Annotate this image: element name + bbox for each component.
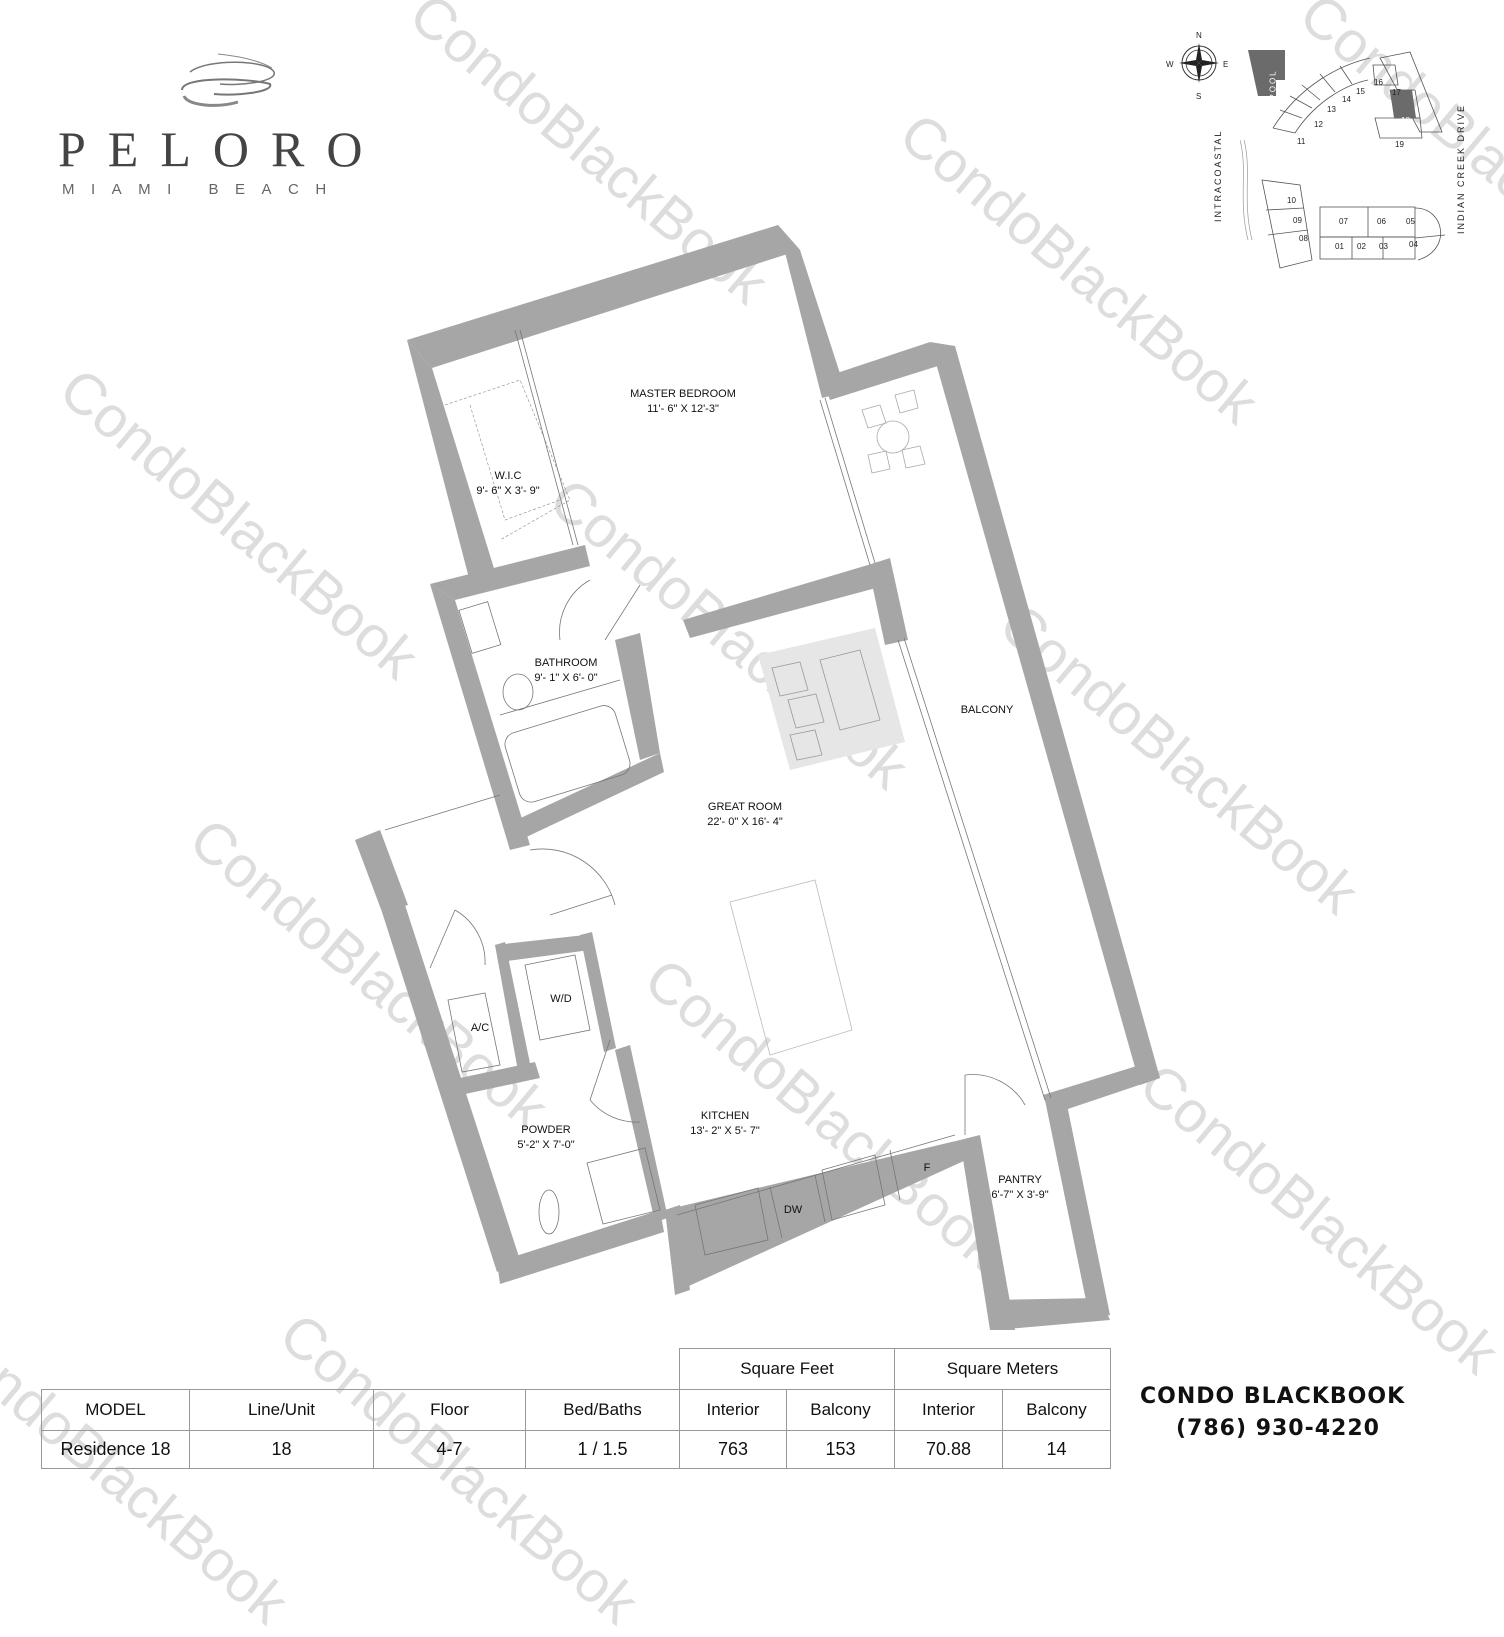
room-kitchen: KITCHEN 13'- 2" X 5'- 7" — [690, 1109, 760, 1139]
brand-light: CONDO — [1140, 1384, 1244, 1409]
column-header: Interior — [894, 1389, 1003, 1431]
dining-table — [729, 879, 853, 1056]
room-name: BALCONY — [960, 704, 1014, 716]
cell-line-unit: 18 — [189, 1430, 374, 1469]
logo-subtitle: MIAMI BEACH — [62, 181, 343, 198]
unit-01: 01 — [1335, 242, 1344, 251]
compass-west: W — [1166, 60, 1174, 69]
room-pantry: PANTRY 6'-7" X 3'-9" — [991, 1173, 1048, 1203]
unit-13: 13 — [1327, 105, 1336, 114]
room-name: W.I.C — [494, 470, 522, 482]
room-name: KITCHEN — [700, 1110, 750, 1122]
room-great-room: GREAT ROOM 22'- 0" X 16'- 4" — [707, 800, 783, 830]
group-header-square-meters: Square Meters — [894, 1348, 1111, 1390]
sofa-set — [771, 649, 881, 761]
phone-number[interactable]: (786) 930-4220 — [1176, 1416, 1380, 1441]
swirl-icon — [181, 53, 275, 107]
column-header: Interior — [679, 1389, 787, 1431]
table-row: Residence 18 18 4-7 1 / 1.5 763 153 70.8… — [41, 1430, 1111, 1469]
floor-plan — [355, 225, 1160, 1330]
condo-blackbook-brand: CONDO BLACKBOOK — [1140, 1384, 1405, 1409]
brand-bold: BLACKBOOK — [1243, 1384, 1406, 1409]
building-key-plan — [1240, 50, 1446, 269]
column-header: Bed/Baths — [525, 1389, 680, 1431]
unit-19: 19 — [1395, 140, 1404, 149]
compass-east: E — [1223, 60, 1229, 69]
unit-03: 03 — [1379, 242, 1388, 251]
column-header: Balcony — [786, 1389, 895, 1431]
unit-09: 09 — [1293, 216, 1302, 225]
label-fridge: F — [923, 1162, 931, 1174]
room-name: BATHROOM — [534, 657, 598, 669]
cell-sqft-balcony: 153 — [786, 1430, 895, 1469]
walls — [355, 225, 1160, 1330]
room-dimensions: 6'-7" X 3'-9" — [991, 1189, 1049, 1201]
room-name: PANTRY — [998, 1174, 1042, 1186]
cell-floor: 4-7 — [373, 1430, 526, 1469]
room-bathroom: BATHROOM 9'- 1" X 6'- 0" — [534, 656, 597, 686]
room-wic: W.I.C 9'- 6" X 3'- 9" — [476, 469, 539, 499]
room-balcony: BALCONY — [961, 703, 1014, 718]
table-group-header-row: Square Feet Square Meters — [41, 1348, 1111, 1390]
door-swings — [384, 579, 1026, 1135]
room-powder: POWDER 5'-2" X 7'-0" — [517, 1123, 574, 1153]
wic-shelving — [444, 379, 571, 541]
compass-north: N — [1196, 31, 1202, 40]
unit-08: 08 — [1299, 234, 1308, 243]
unit-12: 12 — [1314, 120, 1323, 129]
bathroom-fixtures — [458, 601, 631, 803]
column-header: Line/Unit — [189, 1389, 374, 1431]
room-dimensions: 22'- 0" X 16'- 4" — [707, 816, 783, 828]
cell-model: Residence 18 — [41, 1430, 190, 1469]
room-dimensions: 9'- 6" X 3'- 9" — [476, 485, 540, 497]
specs-table: Square Feet Square Meters MODEL Line/Uni… — [41, 1348, 1111, 1469]
label-ac: A/C — [470, 1022, 490, 1034]
room-dimensions: 11'- 6" X 12'-3" — [647, 403, 719, 415]
room-master-bedroom: MASTER BEDROOM 11'- 6" X 12'-3" — [630, 387, 736, 417]
room-name: POWDER — [521, 1124, 571, 1136]
utility-boxes — [447, 954, 591, 1073]
balcony-table-set — [861, 389, 926, 474]
powder-fixtures — [538, 1147, 661, 1235]
unit-10: 10 — [1287, 196, 1296, 205]
unit-11: 11 — [1297, 137, 1306, 146]
column-header: Balcony — [1002, 1389, 1111, 1431]
cell-sqm-balcony: 14 — [1002, 1430, 1111, 1469]
unit-04: 04 — [1409, 240, 1418, 249]
compass-south: S — [1196, 92, 1202, 101]
column-header: MODEL — [41, 1389, 190, 1431]
room-name: MASTER BEDROOM — [630, 388, 736, 400]
compass-rose-icon — [1179, 43, 1219, 83]
room-name: GREAT ROOM — [707, 801, 783, 813]
unit-16: 16 — [1374, 78, 1383, 87]
cell-bed-baths: 1 / 1.5 — [525, 1430, 680, 1469]
kitchen-counter — [676, 1134, 956, 1256]
room-dimensions: 9'- 1" X 6'- 0" — [534, 672, 598, 684]
unit-06: 06 — [1377, 217, 1386, 226]
unit-05: 05 — [1406, 217, 1415, 226]
intracoastal-label: INTRACOASTAL — [1213, 129, 1223, 222]
cell-sqm-interior: 70.88 — [894, 1430, 1003, 1469]
cell-sqft-interior: 763 — [679, 1430, 787, 1469]
unit-02: 02 — [1357, 242, 1366, 251]
room-dimensions: 13'- 2" X 5'- 7" — [690, 1125, 760, 1137]
label-dishwasher: DW — [783, 1204, 803, 1216]
unit-07: 07 — [1339, 217, 1348, 226]
room-dimensions: 5'-2" X 7'-0" — [517, 1139, 575, 1151]
unit-17: 17 — [1392, 88, 1401, 97]
label-wd: W/D — [550, 993, 572, 1005]
group-header-square-feet: Square Feet — [679, 1348, 895, 1390]
pool-label: POOL — [1268, 69, 1278, 100]
table-header-row: MODEL Line/Unit Floor Bed/Baths Interior… — [41, 1389, 1111, 1431]
street-label: INDIAN CREEK DRIVE — [1456, 103, 1466, 234]
column-header: Floor — [373, 1389, 526, 1431]
unit-14: 14 — [1342, 95, 1351, 104]
glass-doors — [514, 329, 1052, 1101]
unit-15: 15 — [1356, 87, 1365, 96]
logo-wordmark: PELORO — [58, 121, 385, 177]
unit-18-highlighted: 18 — [1401, 116, 1410, 125]
